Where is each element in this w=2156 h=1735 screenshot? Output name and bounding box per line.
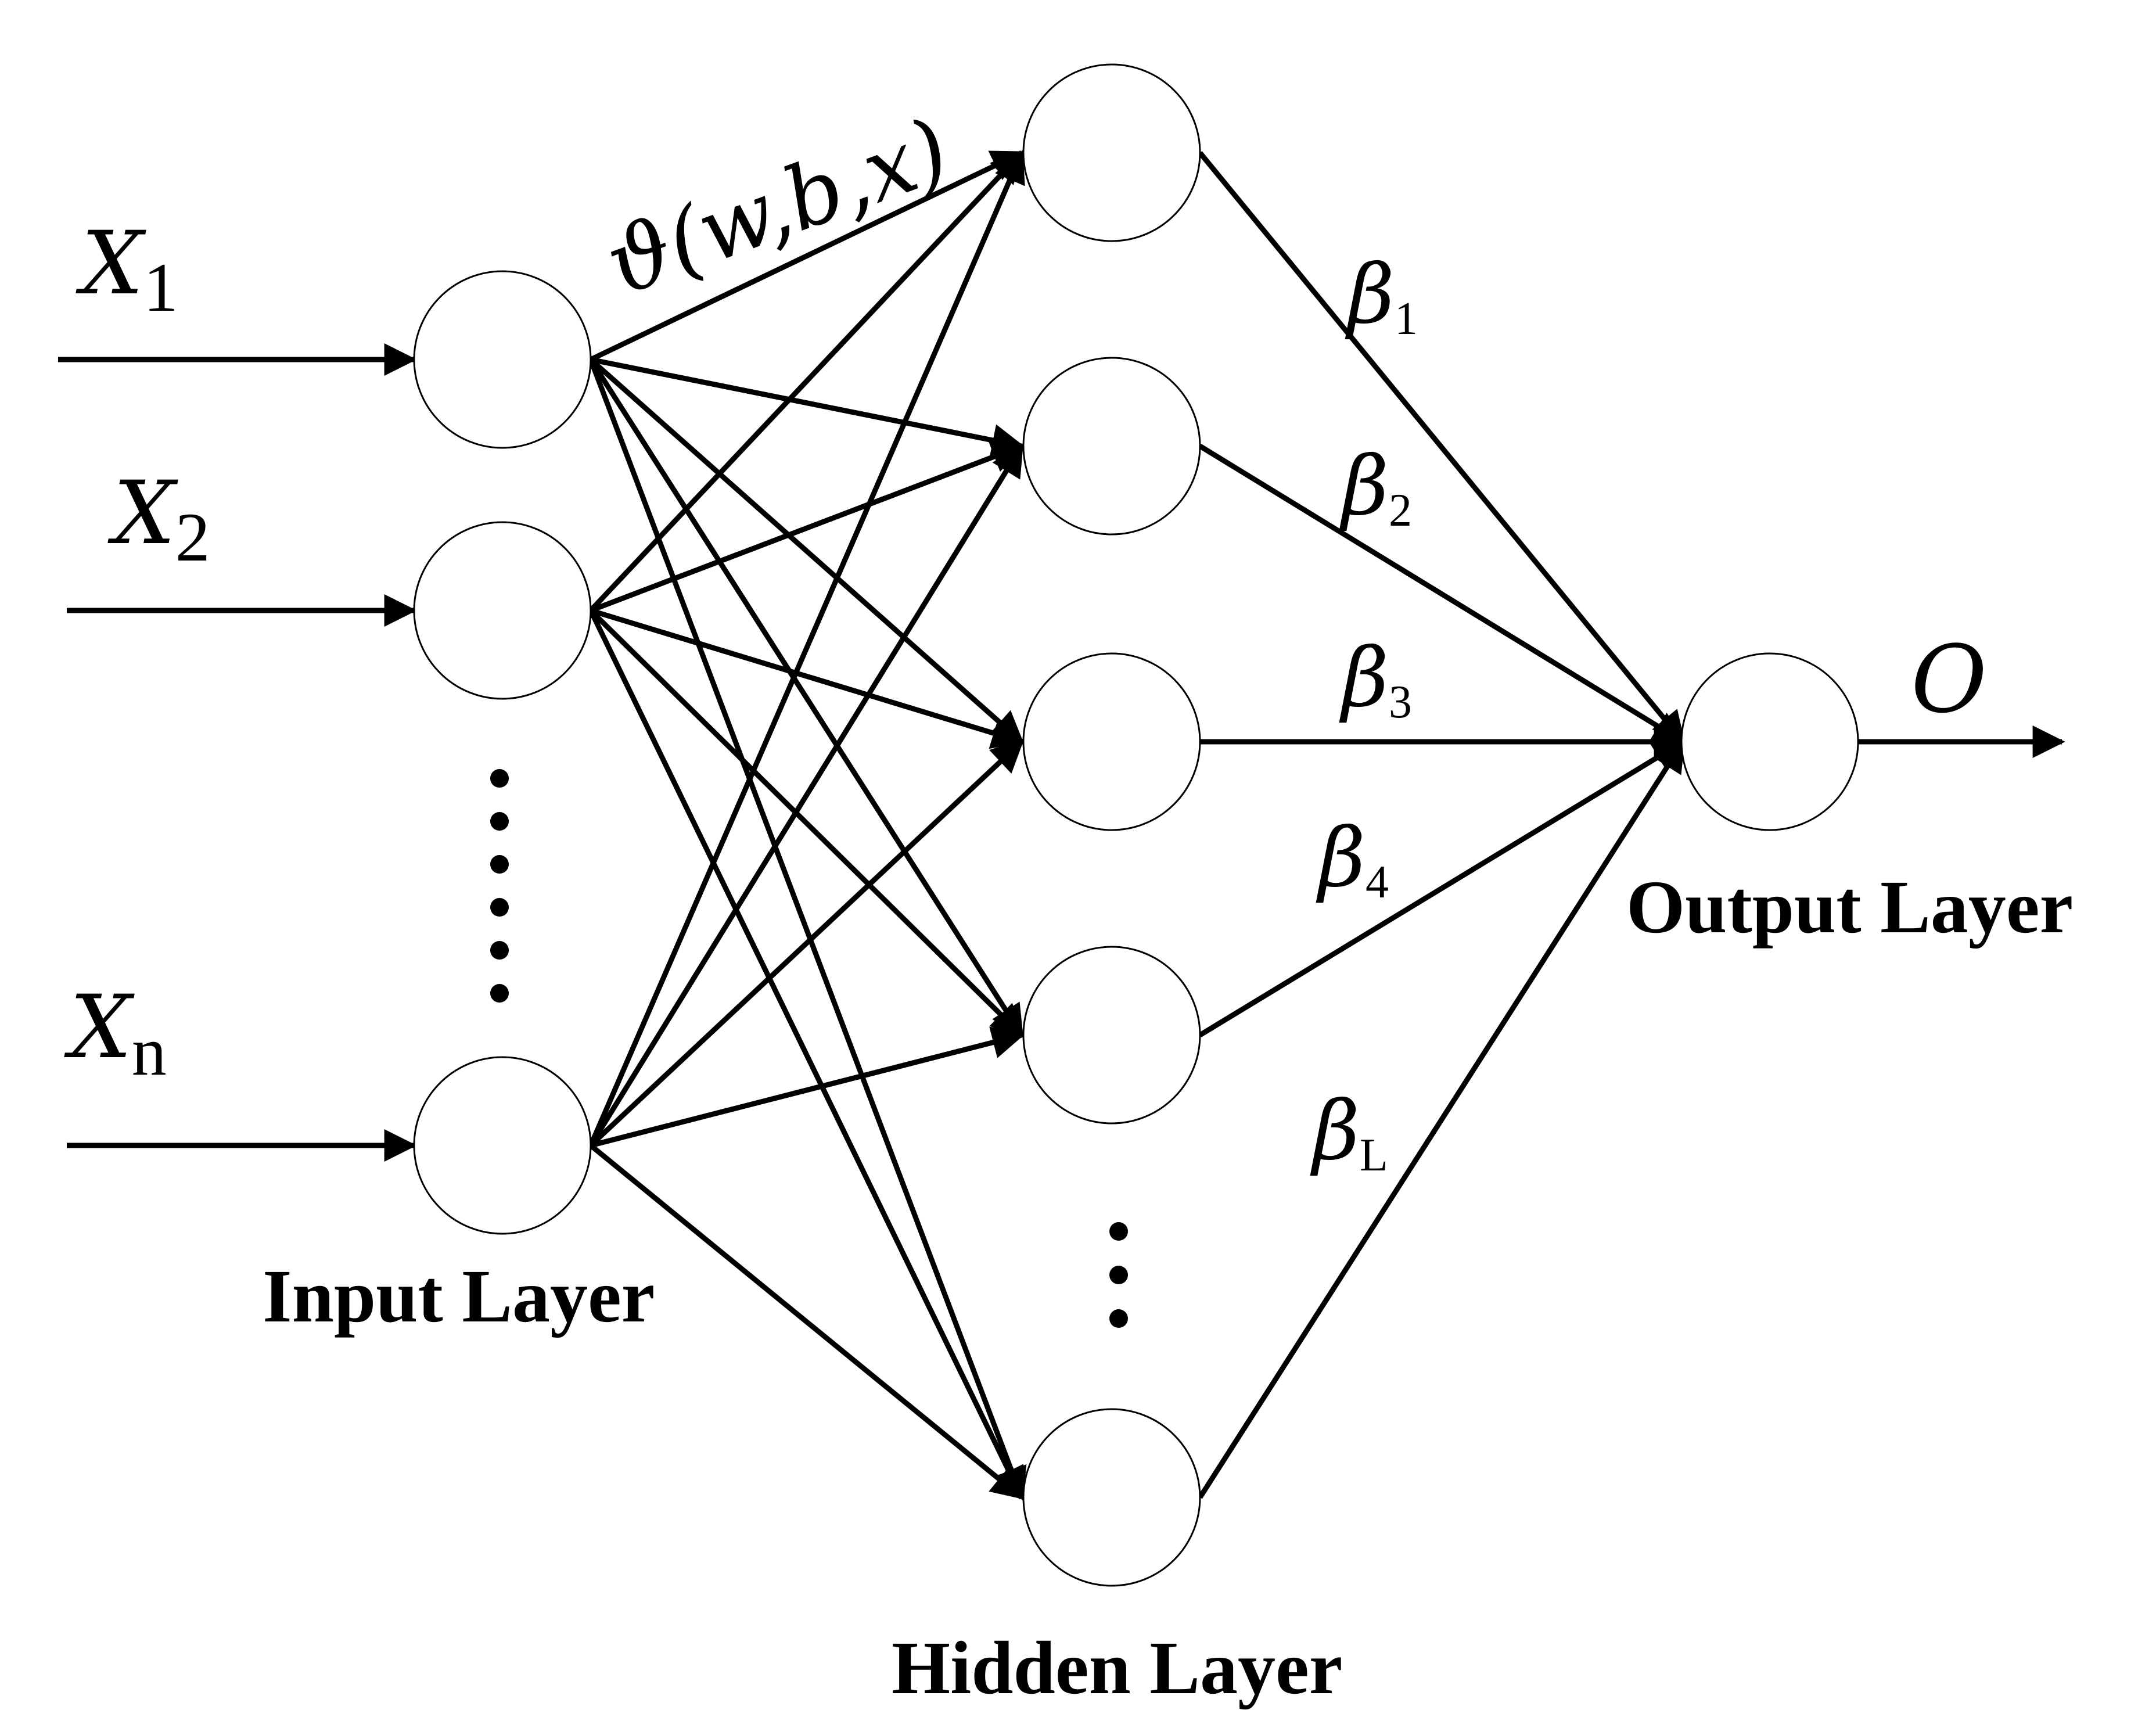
hidden-layer-nodes [1022, 63, 1201, 1587]
input-node-n [413, 1056, 592, 1235]
input-label-n: Xn [64, 977, 167, 1090]
edge-h1-out [1198, 151, 1686, 745]
input-label-2: X2 [107, 463, 210, 576]
input-ellipsis-dots [490, 769, 509, 1003]
beta-label-4: β4 [1316, 811, 1389, 908]
edge-i1-h2 [590, 357, 1025, 457]
beta-label-3: β3 [1339, 631, 1412, 728]
edge-h5-out [1198, 739, 1686, 1499]
input-layer-nodes [413, 270, 592, 1235]
input-node-2 [413, 521, 592, 700]
input-arrows [58, 343, 417, 1162]
hidden-node-1 [1022, 63, 1201, 242]
edge-i2-h4 [588, 608, 1024, 1037]
activation-label: ϑ(w,b,x) [594, 99, 962, 315]
edge-in-h4 [590, 1026, 1025, 1148]
edge-h2-out [1198, 444, 1686, 744]
beta-label-1: β1 [1345, 247, 1418, 344]
edge-in-h3 [588, 739, 1025, 1148]
edge-i2-h2 [590, 441, 1025, 613]
output-layer-title: Output Layer [1626, 865, 2073, 949]
edge-i1-h3 [589, 357, 1025, 744]
hidden-ellipsis-dots [1109, 1222, 1128, 1328]
beta-label-L: βL [1310, 1084, 1388, 1181]
edge-in-h1 [588, 149, 1025, 1147]
edge-in-h5 [589, 1143, 1025, 1500]
input-layer-title: Input Layer [263, 1255, 655, 1338]
edge-i1-h4 [588, 358, 1024, 1038]
output-node [1680, 652, 1859, 831]
edge-i2-h3 [590, 608, 1025, 749]
input-hidden-edges [588, 149, 1027, 1501]
edge-in-h2 [588, 443, 1024, 1147]
beta-label-2: β2 [1339, 439, 1412, 536]
hidden-layer-title: Hidden Layer [892, 1626, 1342, 1710]
edge-h4-out [1198, 739, 1686, 1037]
output-symbol-label: O [1911, 625, 1987, 734]
hidden-node-4 [1022, 946, 1201, 1125]
hidden-node-3 [1022, 652, 1201, 831]
input-label-1: X1 [76, 213, 178, 326]
edge-i2-h1 [588, 150, 1024, 613]
hidden-node-2 [1022, 357, 1201, 536]
edge-i1-h5 [588, 358, 1027, 1501]
edge-i2-h5 [588, 609, 1025, 1501]
edge-i1-h1 [590, 150, 1025, 362]
hidden-output-edges [1198, 151, 1687, 1499]
input-node-1 [413, 270, 592, 449]
hidden-node-L [1022, 1408, 1201, 1587]
